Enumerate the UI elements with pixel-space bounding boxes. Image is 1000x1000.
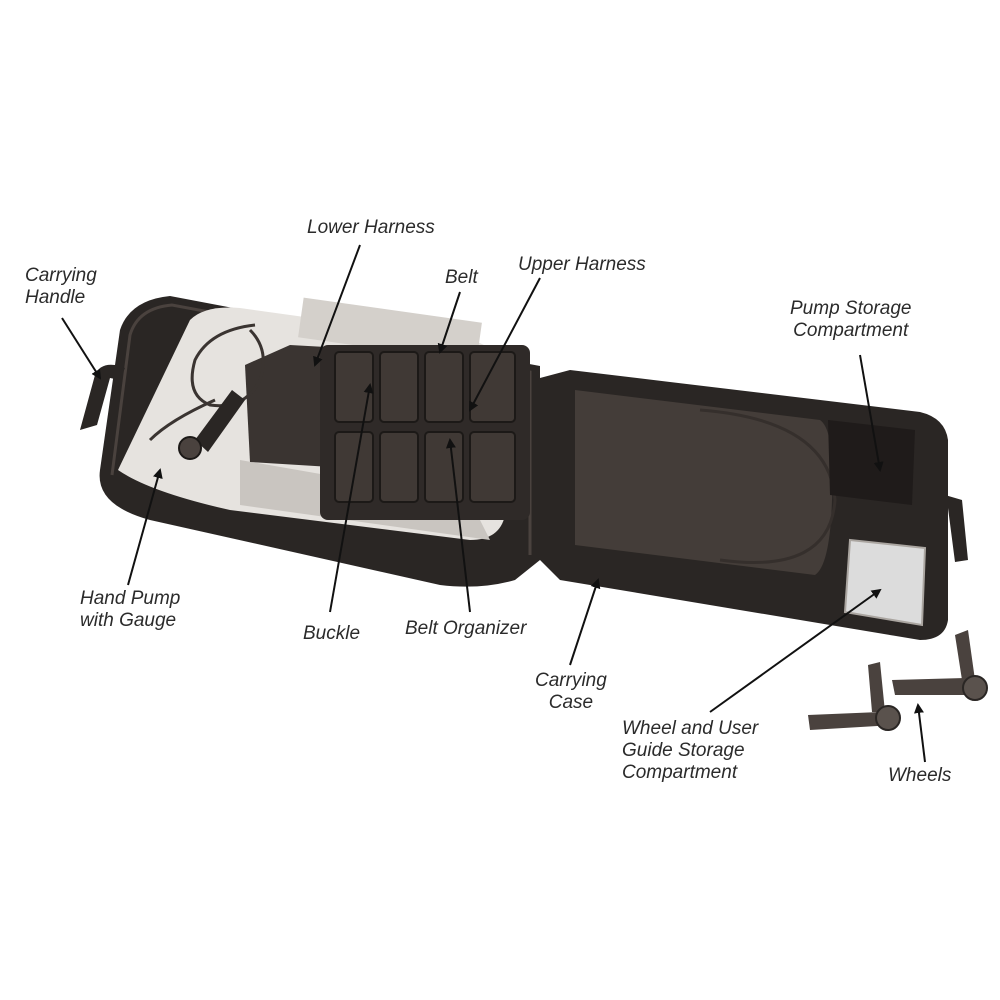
belt-pockets <box>334 351 516 503</box>
pump-hose <box>148 323 265 442</box>
pump-storage-pocket <box>828 420 915 505</box>
guide-storage-pocket <box>843 538 927 627</box>
left-carrying-handle-shape <box>80 364 125 430</box>
label-carrying-case: Carrying Case <box>535 670 607 713</box>
right-carrying-handle-shape <box>945 495 968 562</box>
label-hand-pump: Hand Pump with Gauge <box>80 588 181 631</box>
leader-arrows <box>61 244 926 763</box>
label-lower-harness: Lower Harness <box>307 217 435 238</box>
label-buckle: Buckle <box>303 623 361 644</box>
label-wheels: Wheels <box>888 765 952 786</box>
label-belt: Belt <box>445 267 478 288</box>
label-upper-harness: Upper Harness <box>518 254 646 275</box>
label-wheel-guide-storage: Wheel and User Guide Storage Compartment <box>622 718 759 783</box>
label-belt-organizer: Belt Organizer <box>405 618 527 639</box>
case-left-rim <box>110 303 532 555</box>
case-right-panel <box>575 390 833 575</box>
label-pump-storage: Pump Storage Compartment <box>790 298 912 341</box>
case-right-curve <box>699 408 837 564</box>
wheel-right <box>892 630 988 701</box>
hand-pump-body <box>195 390 245 452</box>
label-carrying-handle: Carrying Handle <box>25 265 97 308</box>
pump-gauge <box>178 436 202 460</box>
wheel-left <box>808 662 901 731</box>
